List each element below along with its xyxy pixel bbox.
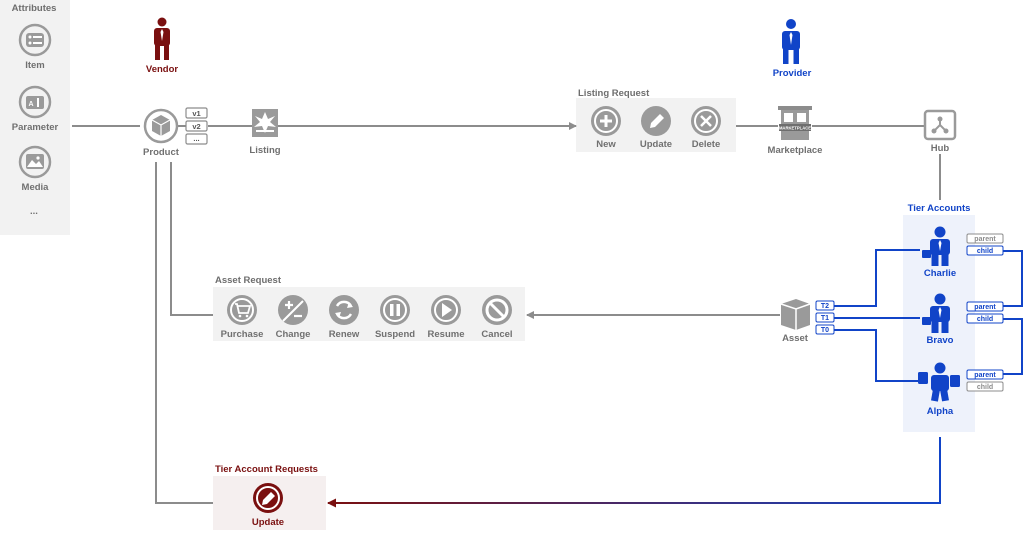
asset-resume-button[interactable]: Resume bbox=[428, 295, 465, 340]
attribute-parameter[interactable]: A Parameter bbox=[12, 85, 59, 133]
asset-node[interactable]: Asset bbox=[780, 299, 811, 344]
tier-account-alpha[interactable]: Alpha bbox=[918, 362, 960, 418]
hub-label: Hub bbox=[931, 143, 950, 154]
tier-accounts-title: Tier Accounts bbox=[908, 203, 971, 214]
asset-purchase-button[interactable]: Purchase bbox=[221, 295, 264, 340]
asset-suspend-button[interactable]: Suspend bbox=[375, 295, 415, 340]
listing-request-title: Listing Request bbox=[578, 88, 650, 99]
purchase-label: Purchase bbox=[221, 329, 264, 340]
listing-update-button[interactable]: Update bbox=[640, 106, 672, 150]
asset-cancel-button[interactable]: Cancel bbox=[481, 295, 513, 340]
version-tag: v2 bbox=[192, 122, 200, 131]
provider-label: Provider bbox=[773, 68, 812, 79]
attribute-media-label: Media bbox=[22, 182, 50, 193]
version-tag: ... bbox=[193, 134, 199, 143]
change-label: Change bbox=[276, 329, 311, 340]
asset-request-panel bbox=[213, 287, 525, 341]
svg-text:A: A bbox=[28, 101, 33, 108]
listing-new-label: New bbox=[596, 139, 616, 150]
tier-tag: T1 bbox=[821, 315, 829, 322]
cancel-label: Cancel bbox=[481, 329, 512, 340]
version-tag: v1 bbox=[192, 109, 200, 118]
attributes-more: ... bbox=[30, 206, 38, 217]
listing-update-label: Update bbox=[640, 139, 672, 150]
tier-account-update-label: Update bbox=[252, 517, 284, 528]
media-icon bbox=[18, 145, 52, 179]
asset-change-button[interactable]: Change bbox=[276, 295, 311, 340]
tier-account-update-button[interactable]: Update bbox=[252, 483, 284, 528]
marketplace-node[interactable]: MARKETPLACE Marketplace bbox=[768, 106, 823, 156]
child-tag: child bbox=[977, 316, 993, 323]
listing-node[interactable]: Listing bbox=[249, 109, 281, 156]
renew-label: Renew bbox=[329, 329, 360, 340]
listing-icon bbox=[252, 109, 278, 137]
asset-label: Asset bbox=[782, 333, 809, 344]
asset-renew-button[interactable]: Renew bbox=[329, 295, 360, 340]
parameter-icon bbox=[18, 85, 52, 119]
resume-label: Resume bbox=[428, 329, 465, 340]
connectors bbox=[72, 122, 1023, 508]
attribute-media[interactable]: Media bbox=[18, 145, 52, 193]
tier-account-charlie[interactable]: Charlie bbox=[922, 226, 956, 280]
attribute-item-label: Item bbox=[25, 60, 45, 71]
listing-label: Listing bbox=[249, 145, 280, 156]
tier-tag: T2 bbox=[821, 303, 829, 310]
bravo-label: Bravo bbox=[927, 335, 954, 346]
hub-node[interactable]: Hub bbox=[923, 109, 957, 154]
listing-delete-button[interactable]: Delete bbox=[691, 106, 721, 150]
child-tag: child bbox=[977, 248, 993, 255]
parent-tag: parent bbox=[974, 304, 996, 311]
tier-account-bravo[interactable]: Bravo bbox=[922, 293, 954, 347]
child-tag: child bbox=[977, 384, 993, 391]
vendor-person: Vendor bbox=[146, 17, 179, 75]
hub-icon bbox=[923, 109, 957, 141]
attributes-title: Attributes bbox=[12, 3, 57, 14]
tier-tag: T0 bbox=[821, 327, 829, 334]
shopper-icon bbox=[918, 362, 960, 402]
charlie-label: Charlie bbox=[924, 268, 956, 279]
product-label: Product bbox=[143, 147, 180, 158]
marketplace-sign: MARKETPLACE bbox=[779, 126, 811, 131]
asset-request-title: Asset Request bbox=[215, 275, 282, 286]
item-icon bbox=[18, 23, 52, 57]
relationship-tags: parent child parent child parent child bbox=[966, 233, 1004, 392]
provider-person: Provider bbox=[773, 19, 812, 79]
vendor-label: Vendor bbox=[146, 64, 179, 75]
refresh-icon bbox=[329, 295, 359, 325]
parent-tag: parent bbox=[974, 236, 996, 243]
marketplace-label: Marketplace bbox=[768, 145, 823, 156]
marketplace-icon: MARKETPLACE bbox=[778, 106, 812, 140]
listing-new-button[interactable]: New bbox=[591, 106, 621, 150]
product-node[interactable]: Product bbox=[143, 108, 180, 158]
product-icon bbox=[143, 108, 179, 144]
suspend-label: Suspend bbox=[375, 329, 415, 340]
alpha-label: Alpha bbox=[927, 406, 954, 417]
parent-tag: parent bbox=[974, 372, 996, 379]
attribute-item[interactable]: Item bbox=[18, 23, 52, 71]
listing-delete-label: Delete bbox=[692, 139, 721, 150]
attribute-parameter-label: Parameter bbox=[12, 122, 59, 133]
asset-tiers: T2 T1 T0 bbox=[815, 300, 835, 335]
tier-account-requests-title: Tier Account Requests bbox=[215, 464, 318, 475]
box-icon bbox=[780, 299, 811, 330]
product-versions: v1 v2 ... bbox=[185, 107, 208, 145]
